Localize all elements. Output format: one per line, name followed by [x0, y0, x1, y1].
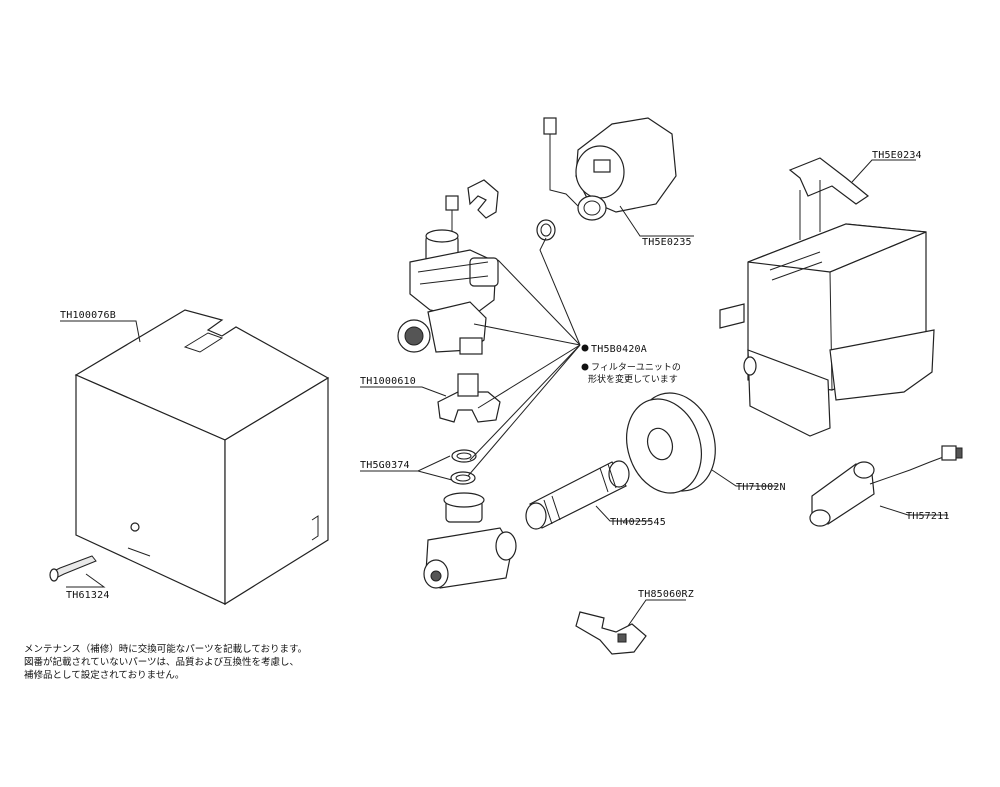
valve-assembly [397, 179, 499, 355]
gasket-upper [451, 449, 477, 463]
filter-note-line2: 形状を変更しています [588, 373, 678, 385]
leader-lines [60, 159, 948, 627]
tee-fitting [423, 492, 517, 589]
label-sensor: TH57211 [906, 511, 950, 522]
label-gasket: TH5G0374 [360, 460, 410, 471]
gasket-lower-inner [455, 474, 471, 482]
filter-bullet [581, 344, 589, 352]
threaded-pipe [525, 460, 630, 530]
label-valve-unit: TH1000610 [360, 376, 416, 387]
label-pipe: TH4025545 [610, 517, 666, 528]
label-generator: TH5E0235 [642, 237, 692, 248]
label-controller: TH5E0234 [872, 150, 922, 161]
sensor-unit [809, 445, 963, 527]
valve-clip [437, 373, 501, 423]
label-filter: TH5B0420A [591, 344, 647, 355]
maintenance-notes: メンテナンス（補修）時に交換可能なパーツを記載しております。 図番が記載されてい… [24, 643, 307, 682]
gasket-lower [450, 471, 476, 485]
note-line-3: 補修品として設定されておりません。 [24, 670, 185, 681]
label-flange: TH71002N [736, 482, 786, 493]
gasket-upper-inner [456, 452, 472, 460]
note-line-1: メンテナンス（補修）時に交換可能なパーツを記載しております。 [24, 644, 308, 655]
label-screw: TH61324 [66, 590, 110, 601]
filter-note-line1: フィルターユニットの [591, 362, 681, 373]
cover-box [74, 309, 330, 606]
generator-unit [536, 117, 677, 241]
controller-box [719, 157, 935, 437]
flange-cover [626, 392, 716, 494]
screw [49, 555, 97, 582]
filter-note-bullet [581, 363, 589, 371]
service-key [575, 611, 647, 655]
label-key: TH85060RZ [638, 589, 694, 600]
note-line-2: 図番が記載されていないパーツは、品質および互換性を考慮し、 [24, 657, 300, 668]
label-cover: TH100076B [60, 310, 116, 321]
